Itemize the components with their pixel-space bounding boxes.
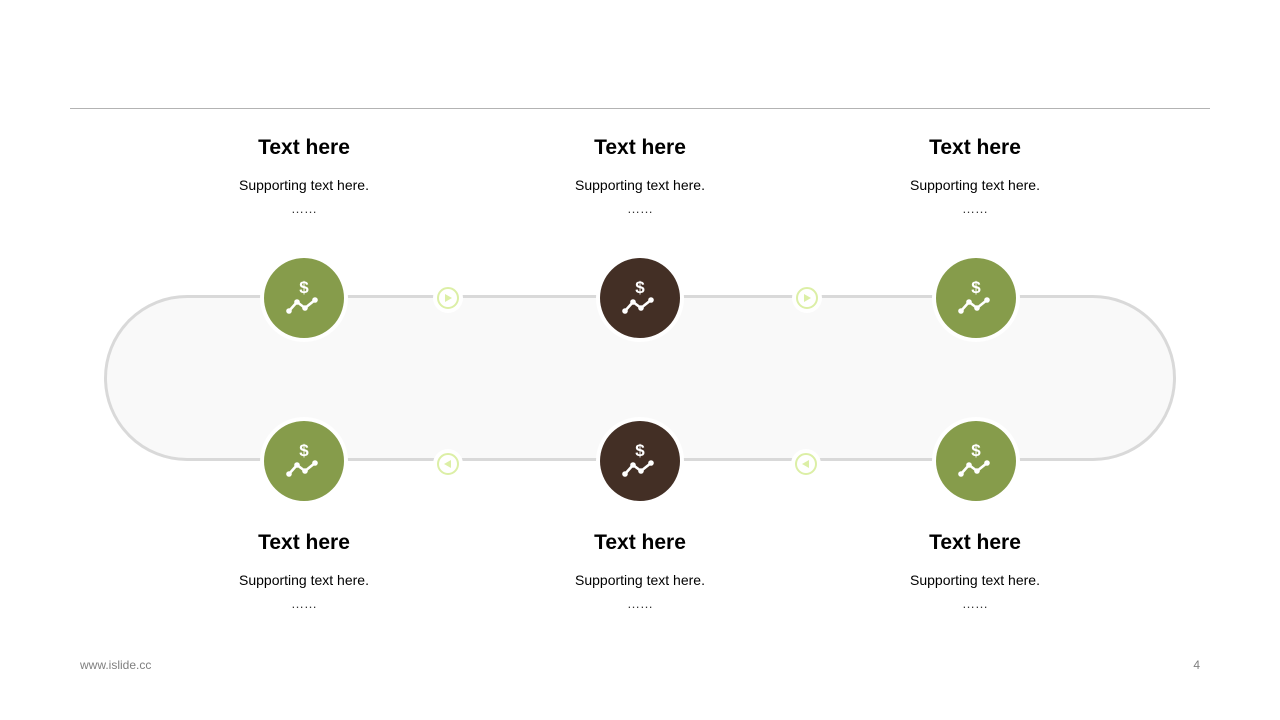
step-6-dots: ……: [962, 596, 988, 611]
step-6-disc: $: [936, 421, 1016, 501]
step-4-node: $: [260, 417, 348, 505]
step-3-label: Text here Supporting text here. ……: [845, 135, 1105, 216]
step-2-text: Supporting text here.: [575, 177, 705, 193]
step-3-title: Text here: [929, 136, 1021, 159]
step-1-label: Text here Supporting text here. ……: [174, 135, 434, 216]
step-3-disc: $: [936, 258, 1016, 338]
step-5-dots: ……: [627, 596, 653, 611]
dollar-trend-icon: $: [286, 278, 318, 314]
step-1-node: $: [260, 254, 348, 342]
footer-website[interactable]: www.islide.cc: [80, 658, 152, 672]
step-6-title: Text here: [929, 531, 1021, 554]
dollar-trend-icon: $: [958, 441, 990, 477]
step-1-title: Text here: [258, 136, 350, 159]
header-divider: [70, 108, 1210, 109]
step-2-node: $: [596, 254, 684, 342]
step-5-node: $: [596, 417, 684, 505]
dollar-trend-icon: $: [286, 441, 318, 477]
step-5-title: Text here: [594, 531, 686, 554]
svg-text:$: $: [299, 441, 309, 460]
svg-text:$: $: [299, 278, 309, 297]
play-left-icon: [433, 449, 463, 479]
svg-text:$: $: [635, 278, 645, 297]
play-left-icon: [791, 449, 821, 479]
step-6-node: $: [932, 417, 1020, 505]
step-2-dots: ……: [627, 201, 653, 216]
step-4-dots: ……: [291, 596, 317, 611]
step-3-node: $: [932, 254, 1020, 342]
step-4-disc: $: [264, 421, 344, 501]
play-right-icon: [792, 283, 822, 313]
step-1-text: Supporting text here.: [239, 177, 369, 193]
step-2-disc: $: [600, 258, 680, 338]
step-1-disc: $: [264, 258, 344, 338]
dollar-trend-icon: $: [958, 278, 990, 314]
dollar-trend-icon: $: [622, 278, 654, 314]
step-6-label: Text here Supporting text here. ……: [845, 530, 1105, 611]
step-1-dots: ……: [291, 201, 317, 216]
step-2-label: Text here Supporting text here. ……: [510, 135, 770, 216]
svg-text:$: $: [971, 441, 981, 460]
dollar-trend-icon: $: [622, 441, 654, 477]
step-3-dots: ……: [962, 201, 988, 216]
step-5-disc: $: [600, 421, 680, 501]
step-4-title: Text here: [258, 531, 350, 554]
svg-text:$: $: [635, 441, 645, 460]
step-3-text: Supporting text here.: [910, 177, 1040, 193]
step-5-label: Text here Supporting text here. ……: [510, 530, 770, 611]
svg-text:$: $: [971, 278, 981, 297]
step-4-text: Supporting text here.: [239, 572, 369, 588]
step-6-text: Supporting text here.: [910, 572, 1040, 588]
step-2-title: Text here: [594, 136, 686, 159]
play-right-icon: [433, 283, 463, 313]
step-5-text: Supporting text here.: [575, 572, 705, 588]
step-4-label: Text here Supporting text here. ……: [174, 530, 434, 611]
page-number: 4: [1193, 658, 1200, 672]
